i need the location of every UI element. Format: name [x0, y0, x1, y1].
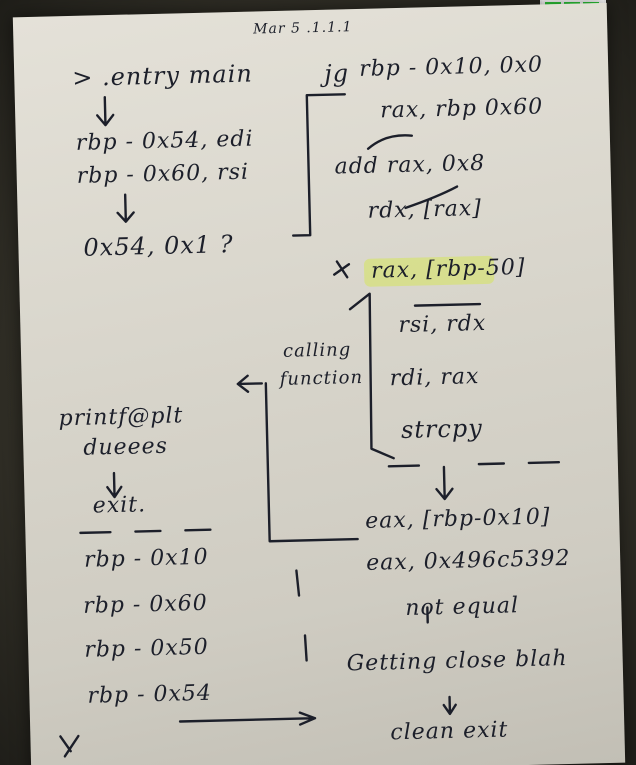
- not-equal-label: not equal: [405, 593, 520, 621]
- function-label: function: [279, 366, 364, 390]
- pen-strokes: [59, 93, 561, 758]
- jump-label: jg: [323, 59, 350, 88]
- right-instruction-2: rax, rbp 0x60: [379, 94, 544, 124]
- right-instruction-4: rdx, [rax]: [367, 195, 483, 224]
- clean-exit-label: clean exit: [390, 717, 509, 746]
- stack-item-2: rbp - 0x60: [82, 590, 208, 619]
- stack-item-4: rbp - 0x54: [87, 680, 213, 709]
- stack-item-3: rbp - 0x50: [83, 634, 210, 663]
- right-instruction-7: rdi, rax: [389, 364, 480, 392]
- calling-label: calling: [282, 339, 352, 362]
- handwritten-note-page: Mar 5 .1.1.1 > .entry main rbp - 0x54, e…: [12, 2, 626, 765]
- printf-label: printf@plt: [58, 403, 184, 432]
- dummy-label: dueees: [83, 433, 169, 461]
- right-instruction-1: rbp - 0x10, 0x0: [358, 52, 544, 82]
- right-instruction-5: rax, [rbp-50]: [370, 254, 526, 284]
- left-instruction-2: rbp - 0x60, rsi: [76, 159, 250, 189]
- strcpy-call: strcpy: [400, 414, 484, 445]
- header-scribble: Mar 5 .1.1.1: [252, 19, 353, 38]
- right-instruction-3: add rax, 0x8: [334, 150, 486, 180]
- compare-instruction: 0x54, 0x1 ?: [83, 230, 234, 262]
- left-instruction-1: rbp - 0x54, edi: [75, 126, 254, 156]
- entry-main-label: > .entry main: [71, 59, 254, 92]
- right-instruction-6: rsi, rdx: [398, 310, 487, 339]
- eax-compare-2: eax, 0x496c5392: [365, 545, 571, 576]
- stack-item-1: rbp - 0x10: [83, 544, 209, 573]
- eax-compare-1: eax, [rbp-0x10]: [364, 504, 551, 534]
- exit-label: exit.: [92, 492, 147, 519]
